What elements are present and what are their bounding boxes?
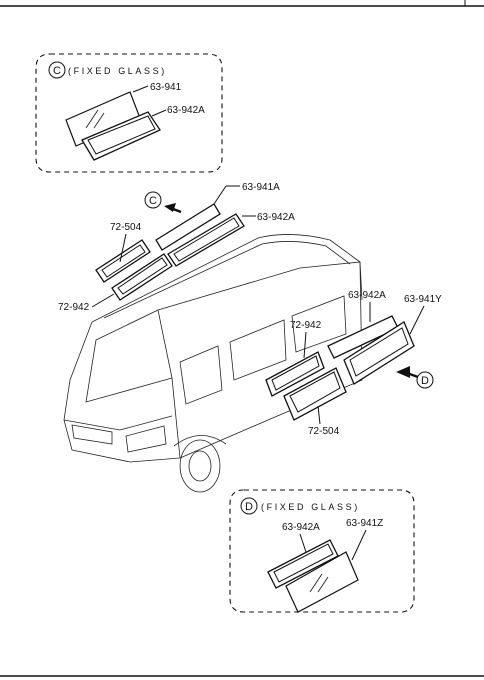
inset-c-marker: C — [53, 65, 61, 77]
inset-c-caption: (FIXED GLASS) — [68, 66, 167, 76]
van-a-pillar — [171, 377, 181, 459]
van-bumper-top — [63, 415, 173, 431]
upper-glass-63-941a — [155, 203, 221, 251]
side-weatherstrip-inner — [271, 355, 320, 391]
direction-arrow-d-shaft — [403, 370, 419, 379]
inset-d: D (FIXED GLASS) 63-942A 63-941Z — [229, 489, 415, 613]
inset-d-gasket-inner — [273, 543, 334, 583]
inset-d-marker: D — [245, 501, 253, 513]
upper-small-window — [95, 239, 151, 283]
leader-72-504-upper — [119, 233, 127, 263]
label-63-942a-d: 63-942A — [282, 522, 320, 533]
marker-c-circle — [48, 61, 66, 79]
leader-63-941a — [213, 185, 227, 205]
leader-63-941z — [351, 529, 367, 561]
marker-d-circle-2 — [240, 497, 258, 515]
upper-gasket-inner — [173, 217, 240, 262]
marker-d-circle — [416, 371, 434, 389]
van-side-body — [157, 261, 363, 459]
van-front-wheel — [179, 439, 221, 493]
side-glass-63-941y — [343, 321, 415, 385]
side-moulding-inner — [289, 371, 341, 413]
inset-d-glass — [285, 551, 359, 613]
upper-marker: C — [149, 195, 157, 207]
van-grille — [125, 425, 167, 453]
leader-63-941 — [132, 85, 149, 93]
van-front-door-window — [179, 345, 223, 405]
van-middle-window — [229, 319, 287, 381]
label-63-941z: 63-941Z — [346, 518, 383, 529]
van-roof-line-2 — [103, 241, 351, 319]
label-72-942-side: 72-942 — [290, 320, 322, 331]
label-63-942a-upper: 63-942A — [257, 212, 295, 223]
leader-72-942-side — [303, 331, 307, 359]
van-bumper-bottom — [71, 449, 181, 463]
van-windshield — [85, 309, 173, 403]
van-front-wheel-hub — [188, 450, 212, 482]
label-72-504-side: 72-504 — [308, 426, 340, 437]
side-moulding-72-504 — [283, 367, 347, 421]
direction-arrow-shaft — [167, 205, 182, 214]
leader-63-942a — [151, 109, 167, 117]
inset-c-gasket-inner — [87, 115, 156, 155]
side-weatherstrip-72-942 — [265, 351, 325, 397]
label-72-504-upper: 72-504 — [110, 222, 142, 233]
label-63-941y: 63-941Y — [404, 294, 442, 305]
glass-reflection — [93, 112, 105, 129]
label-63-942a-c: 63-942A — [167, 105, 205, 116]
side-window-group: 63-942A 63-941Y 72-942 72-504 D — [265, 290, 442, 437]
van-rear-edge — [359, 261, 363, 301]
van-illustration — [63, 234, 363, 493]
van-roof-line — [91, 234, 361, 323]
inset-d-caption: (FIXED GLASS) — [261, 502, 360, 512]
leader-72-504-side — [317, 405, 321, 425]
leader-63-941y — [409, 305, 425, 335]
marker-c-circle-2 — [144, 191, 162, 209]
label-63-941: 63-941 — [150, 82, 182, 93]
upper-small-weatherstrip — [111, 253, 173, 301]
inset-c: C (FIXED GLASS) 63-941 63-942A — [35, 53, 223, 173]
side-glass-inner — [349, 327, 409, 377]
upper-gasket-63-942a — [167, 213, 245, 267]
label-63-942a-side: 63-942A — [348, 290, 386, 301]
upper-window-group: C 63-941A 63-942A 72-504 72-942 — [58, 182, 295, 313]
glass-reflection — [309, 573, 323, 593]
van-wheel-arch — [173, 435, 227, 447]
van-front-edge — [63, 321, 93, 451]
upper-small-window-inner — [101, 244, 146, 278]
upper-small-weatherstrip-inner — [117, 257, 168, 295]
inset-c-box — [35, 53, 223, 173]
side-marker: D — [421, 375, 429, 387]
label-63-941a: 63-941A — [242, 182, 280, 193]
van-headlight — [71, 424, 113, 445]
glass-reflection — [317, 576, 329, 593]
inset-c-gasket — [81, 111, 161, 161]
direction-arrow-d — [396, 366, 410, 378]
glass-reflection — [85, 109, 99, 129]
label-72-942-upper: 72-942 — [58, 302, 90, 313]
van-rear-window — [291, 295, 347, 353]
leader-72-942-upper — [91, 293, 115, 308]
leader-63-942a-d — [299, 533, 307, 553]
